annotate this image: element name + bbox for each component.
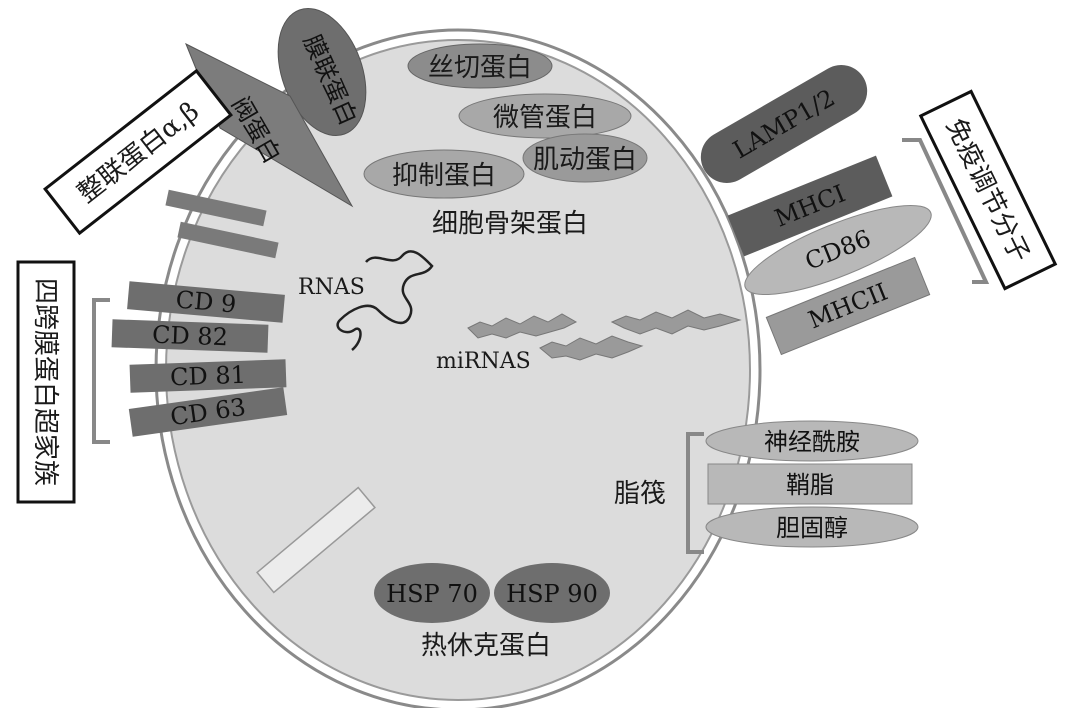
sphingolipid-bar bbox=[707, 463, 913, 505]
membrane-fusion-protein-shape bbox=[277, 7, 367, 137]
tubulin-shape bbox=[458, 93, 632, 139]
mirna-strand-1 bbox=[467, 313, 578, 339]
rna-strand bbox=[336, 250, 434, 351]
tetraspanin-group-box bbox=[16, 260, 76, 504]
tetraspanin-bracket bbox=[92, 298, 110, 444]
cd81-bar bbox=[129, 359, 287, 393]
inhibitor-protein-shape bbox=[363, 149, 525, 199]
mirna-strand-3 bbox=[539, 335, 644, 361]
membrane-channel-bar bbox=[256, 486, 376, 594]
lamp-shape bbox=[700, 65, 868, 183]
filament-protein-shape bbox=[407, 43, 553, 89]
integrin-box bbox=[43, 68, 233, 236]
hsp70-label: HSP 70 bbox=[386, 580, 478, 608]
cd82-bar bbox=[111, 319, 269, 353]
inhibitor-protein-label: 抑制蛋白 bbox=[392, 161, 496, 191]
immune-group-box bbox=[918, 89, 1058, 291]
rna-label: RNAS bbox=[298, 275, 365, 300]
mhcii-bar bbox=[765, 256, 931, 356]
cd9-bar bbox=[127, 281, 285, 323]
actin-shape bbox=[522, 133, 648, 183]
cytoskeleton-group-label: 细胞骨架蛋白 bbox=[432, 209, 588, 239]
integrin-bar-beta bbox=[177, 221, 279, 259]
tetraspanin-group-label: 四跨膜蛋白超家族 bbox=[30, 278, 60, 486]
cd81-label: CD 81 bbox=[170, 361, 247, 392]
immune-bracket bbox=[902, 138, 990, 284]
mhci-bar bbox=[727, 155, 893, 257]
lipid-raft-group-label: 脂筏 bbox=[614, 479, 666, 509]
actin-label: 肌动蛋白 bbox=[533, 145, 637, 175]
lipid-raft-bracket bbox=[686, 432, 704, 554]
hsp70-shape bbox=[374, 563, 490, 623]
filament-protein-label: 丝切蛋白 bbox=[428, 53, 532, 83]
cd63-bar bbox=[128, 387, 288, 437]
cd9-label: CD 9 bbox=[175, 285, 238, 318]
cholesterol-label: 胆固醇 bbox=[776, 514, 848, 542]
cd86-shape bbox=[744, 204, 932, 296]
cd82-label: CD 82 bbox=[152, 321, 229, 352]
hsp90-label: HSP 90 bbox=[506, 580, 598, 608]
integrin-bar-alpha bbox=[165, 189, 267, 227]
ceramide-label: 神经酰胺 bbox=[764, 428, 860, 456]
hsp-group-label: 热休克蛋白 bbox=[421, 631, 551, 661]
mirna-strand-2 bbox=[610, 309, 742, 335]
tubulin-label: 微管蛋白 bbox=[493, 103, 597, 133]
sphingolipid-label: 鞘脂 bbox=[786, 471, 834, 499]
cholesterol-shape bbox=[705, 506, 919, 548]
mirna-label: miRNAS bbox=[436, 349, 531, 374]
hsp90-shape bbox=[494, 563, 610, 623]
ceramide-shape bbox=[705, 420, 919, 462]
